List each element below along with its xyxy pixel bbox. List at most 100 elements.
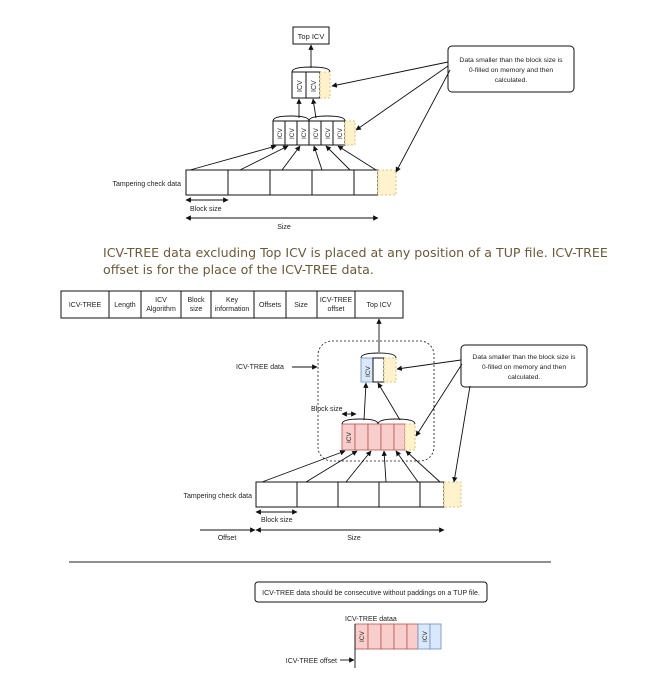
icv-label: ICV bbox=[311, 80, 318, 92]
zero-fill-pad bbox=[319, 71, 331, 99]
icv-label: ICV bbox=[422, 631, 429, 643]
data-block bbox=[296, 481, 339, 508]
block-size-label: Block size bbox=[311, 406, 343, 413]
tampering-label: Tampering check data bbox=[113, 181, 182, 188]
block-size-label: Block size bbox=[261, 517, 293, 524]
tampering-check-data bbox=[185, 169, 397, 196]
zero-fill-pad bbox=[383, 357, 397, 383]
top-icv-box bbox=[292, 26, 330, 45]
note-box bbox=[447, 45, 575, 93]
zero-fill-pad bbox=[443, 481, 462, 508]
note-line: 0-filled on memory and then bbox=[469, 67, 553, 74]
size-label: Size bbox=[347, 535, 361, 542]
icv-cell-pink bbox=[380, 423, 395, 451]
header-cell-text: ICV-TREE bbox=[320, 297, 353, 304]
arrow bbox=[281, 145, 301, 171]
zero-fill-pad bbox=[344, 120, 356, 146]
icv-label: ICV bbox=[313, 128, 320, 140]
note-line: 0-filled on memory and then bbox=[482, 364, 566, 371]
note-arrow bbox=[331, 61, 449, 88]
note-line: calculated. bbox=[508, 374, 541, 381]
icv-label: ICV bbox=[289, 128, 296, 140]
data-block bbox=[227, 169, 271, 196]
arrow bbox=[337, 145, 377, 171]
icv-label: ICV bbox=[297, 80, 304, 92]
icv-cell-pink bbox=[367, 623, 382, 650]
data-block bbox=[337, 481, 380, 508]
group-bracket bbox=[291, 66, 331, 73]
note-line: Data smaller than the block size is bbox=[459, 57, 563, 64]
offset-label: Offset bbox=[218, 535, 237, 542]
icv-cell-pink bbox=[380, 623, 395, 650]
note-arrow bbox=[396, 359, 462, 371]
tampering-label: Tampering check data bbox=[184, 493, 253, 500]
icv-cell-pink bbox=[393, 623, 408, 650]
icv-cell-pink bbox=[367, 423, 382, 451]
arrow bbox=[325, 145, 351, 171]
arrow bbox=[363, 382, 369, 421]
group-bracket bbox=[360, 352, 397, 359]
header-cell-text: size bbox=[190, 306, 203, 313]
header-cell-text: offset bbox=[328, 306, 345, 313]
top-icv-label: Top ICV bbox=[298, 32, 325, 41]
header-cell bbox=[316, 290, 356, 319]
caption-line-2: offset is for the place of the ICV-TREE … bbox=[103, 262, 374, 277]
zero-fill-pad bbox=[377, 169, 397, 196]
offset-label: ICV-TREE offset bbox=[286, 658, 337, 665]
note-box bbox=[254, 581, 488, 603]
data-block bbox=[269, 169, 313, 196]
icv-label: ICV bbox=[359, 631, 366, 643]
arrow bbox=[381, 450, 388, 483]
header-cell-text: Offsets bbox=[259, 302, 282, 309]
icv-cell-pink bbox=[393, 423, 406, 451]
icv-label: ICV bbox=[337, 128, 344, 140]
note-text: ICV-TREE data should be consecutive with… bbox=[262, 590, 480, 597]
header-cell-text: Size bbox=[294, 302, 308, 309]
header-cell-text: Length bbox=[114, 302, 136, 309]
header-cell bbox=[210, 290, 255, 319]
icv-cell-blue bbox=[429, 623, 442, 650]
data-block bbox=[185, 169, 229, 196]
block-size-label: Block size bbox=[190, 206, 222, 213]
arrow bbox=[377, 382, 401, 421]
header-cell-text: Top ICV bbox=[367, 302, 392, 309]
caption-line-1: ICV-TREE data excluding Top ICV is place… bbox=[103, 245, 608, 260]
header-cell-text: ICV bbox=[155, 297, 167, 304]
data-block bbox=[353, 169, 379, 196]
icv-tree-data-label: ICV-TREE data bbox=[236, 364, 284, 371]
tree-data-label: ICV-TREE dataa bbox=[345, 616, 397, 623]
icv-label: ICV bbox=[325, 128, 332, 140]
header-table: ICV-TREE Length ICV Algorithm Block size… bbox=[60, 290, 404, 319]
arrow bbox=[405, 450, 441, 483]
arrow bbox=[239, 145, 289, 171]
icv-level-2: ICV ICV bbox=[291, 66, 331, 99]
note-arrow bbox=[355, 65, 449, 131]
header-cell bbox=[354, 290, 404, 319]
arrow bbox=[312, 145, 323, 171]
middle-diagram: ICV-TREE data ICV Block size ICV bbox=[184, 318, 588, 542]
group-bracket bbox=[341, 418, 379, 425]
icv-cell-pink bbox=[354, 423, 369, 451]
group-bracket bbox=[377, 418, 416, 425]
icv-label: ICV bbox=[301, 128, 308, 140]
note-line: calculated. bbox=[495, 77, 528, 84]
top-diagram: Top ICV ICV ICV ICV ICV ICV ICV ICV bbox=[113, 26, 575, 231]
header-cell-text: Block bbox=[187, 297, 205, 304]
arrow bbox=[311, 98, 317, 119]
note-arrow bbox=[415, 363, 463, 437]
note-arrow bbox=[452, 385, 471, 483]
arrow bbox=[305, 450, 358, 483]
data-block bbox=[378, 481, 421, 508]
header-cell bbox=[60, 290, 110, 319]
data-block bbox=[255, 481, 298, 508]
icv-cell-pink bbox=[406, 623, 419, 650]
header-cell-text: Key bbox=[226, 297, 239, 304]
header-cell-text: information bbox=[215, 306, 250, 313]
header-cell-text: Algorithm bbox=[146, 306, 176, 313]
arrow bbox=[345, 450, 372, 483]
icv-cell bbox=[372, 357, 385, 383]
group-bracket bbox=[308, 115, 346, 122]
data-block bbox=[419, 481, 445, 508]
icv-level-1: ICV ICV ICV ICV ICV ICV bbox=[272, 115, 356, 146]
